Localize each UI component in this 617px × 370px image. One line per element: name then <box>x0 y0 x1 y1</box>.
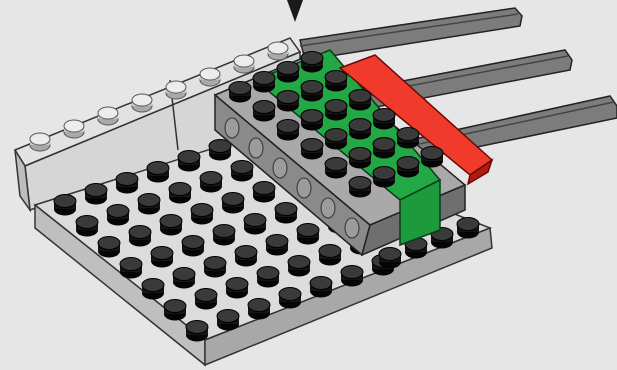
baseplate-stud <box>279 288 301 309</box>
baseplate-stud <box>257 267 279 288</box>
beam-stud <box>301 81 323 102</box>
baseplate-stud <box>217 310 239 331</box>
wall-stud <box>132 94 152 112</box>
baseplate-stud <box>319 245 341 266</box>
wall-stud <box>268 42 288 60</box>
baseplate-stud <box>379 248 401 269</box>
wall-stud <box>200 68 220 86</box>
baseplate-stud <box>129 226 151 247</box>
beam-stud <box>325 71 347 92</box>
baseplate-stud <box>116 173 138 194</box>
beam-hole <box>225 118 239 138</box>
wall-stud <box>234 55 254 73</box>
baseplate-stud <box>151 247 173 268</box>
beam-stud <box>349 90 371 111</box>
beam-stud <box>277 91 299 112</box>
baseplate-stud <box>160 215 182 236</box>
baseplate-stud <box>173 268 195 289</box>
wall-stud <box>98 107 118 125</box>
baseplate-stud <box>253 182 275 203</box>
beam-stud <box>253 72 275 93</box>
wall-stud <box>166 81 186 99</box>
baseplate-stud <box>204 257 226 278</box>
wall-stud <box>64 120 84 138</box>
baseplate-stud <box>457 218 479 239</box>
baseplate-stud <box>147 162 169 183</box>
beam-stud <box>349 177 371 198</box>
baseplate-stud <box>138 194 160 215</box>
baseplate-stud <box>191 204 213 225</box>
baseplate-stud <box>98 237 120 258</box>
beam-stud <box>301 52 323 73</box>
baseplate-stud <box>209 140 231 161</box>
beam-stud <box>229 82 251 103</box>
beam-stud <box>349 148 371 169</box>
beam-stud <box>325 129 347 150</box>
beam-stud <box>373 109 395 130</box>
baseplate-stud <box>244 214 266 235</box>
beam-hole <box>249 138 263 158</box>
beam-hole <box>297 178 311 198</box>
beam-stud <box>301 110 323 131</box>
baseplate-stud <box>235 246 257 267</box>
baseplate-stud <box>54 195 76 216</box>
baseplate-stud <box>142 279 164 300</box>
beam-hole <box>345 218 359 238</box>
beam-stud <box>373 138 395 159</box>
beam-hole <box>321 198 335 218</box>
beam-stud <box>253 101 275 122</box>
beam-stud <box>397 157 419 178</box>
beam-stud <box>421 147 443 168</box>
pointer-arrow-icon <box>287 0 303 22</box>
beam-stud <box>325 100 347 121</box>
beam-stud <box>277 62 299 83</box>
beam-stud <box>301 139 323 160</box>
baseplate-stud <box>169 183 191 204</box>
baseplate-stud <box>288 256 310 277</box>
baseplate-stud <box>275 203 297 224</box>
baseplate-stud <box>76 216 98 237</box>
baseplate-stud <box>297 224 319 245</box>
baseplate-stud <box>226 278 248 299</box>
baseplate-stud <box>266 235 288 256</box>
baseplate-stud <box>341 266 363 287</box>
baseplate-stud <box>186 321 208 342</box>
beam-stud <box>325 158 347 179</box>
baseplate-stud <box>120 258 142 279</box>
beam-hole <box>273 158 287 178</box>
baseplate-stud <box>248 299 270 320</box>
baseplate-stud <box>213 225 235 246</box>
baseplate-stud <box>200 172 222 193</box>
wall-stud <box>30 133 50 151</box>
beam-stud <box>277 120 299 141</box>
beam-stud <box>373 167 395 188</box>
baseplate-stud <box>182 236 204 257</box>
baseplate-stud <box>107 205 129 226</box>
baseplate-stud <box>195 289 217 310</box>
baseplate-stud <box>178 151 200 172</box>
baseplate-stud <box>231 161 253 182</box>
baseplate-stud <box>222 193 244 214</box>
baseplate-stud <box>310 277 332 298</box>
beam-stud <box>349 119 371 140</box>
baseplate-stud <box>85 184 107 205</box>
baseplate-stud <box>164 300 186 321</box>
beam-stud <box>397 128 419 149</box>
